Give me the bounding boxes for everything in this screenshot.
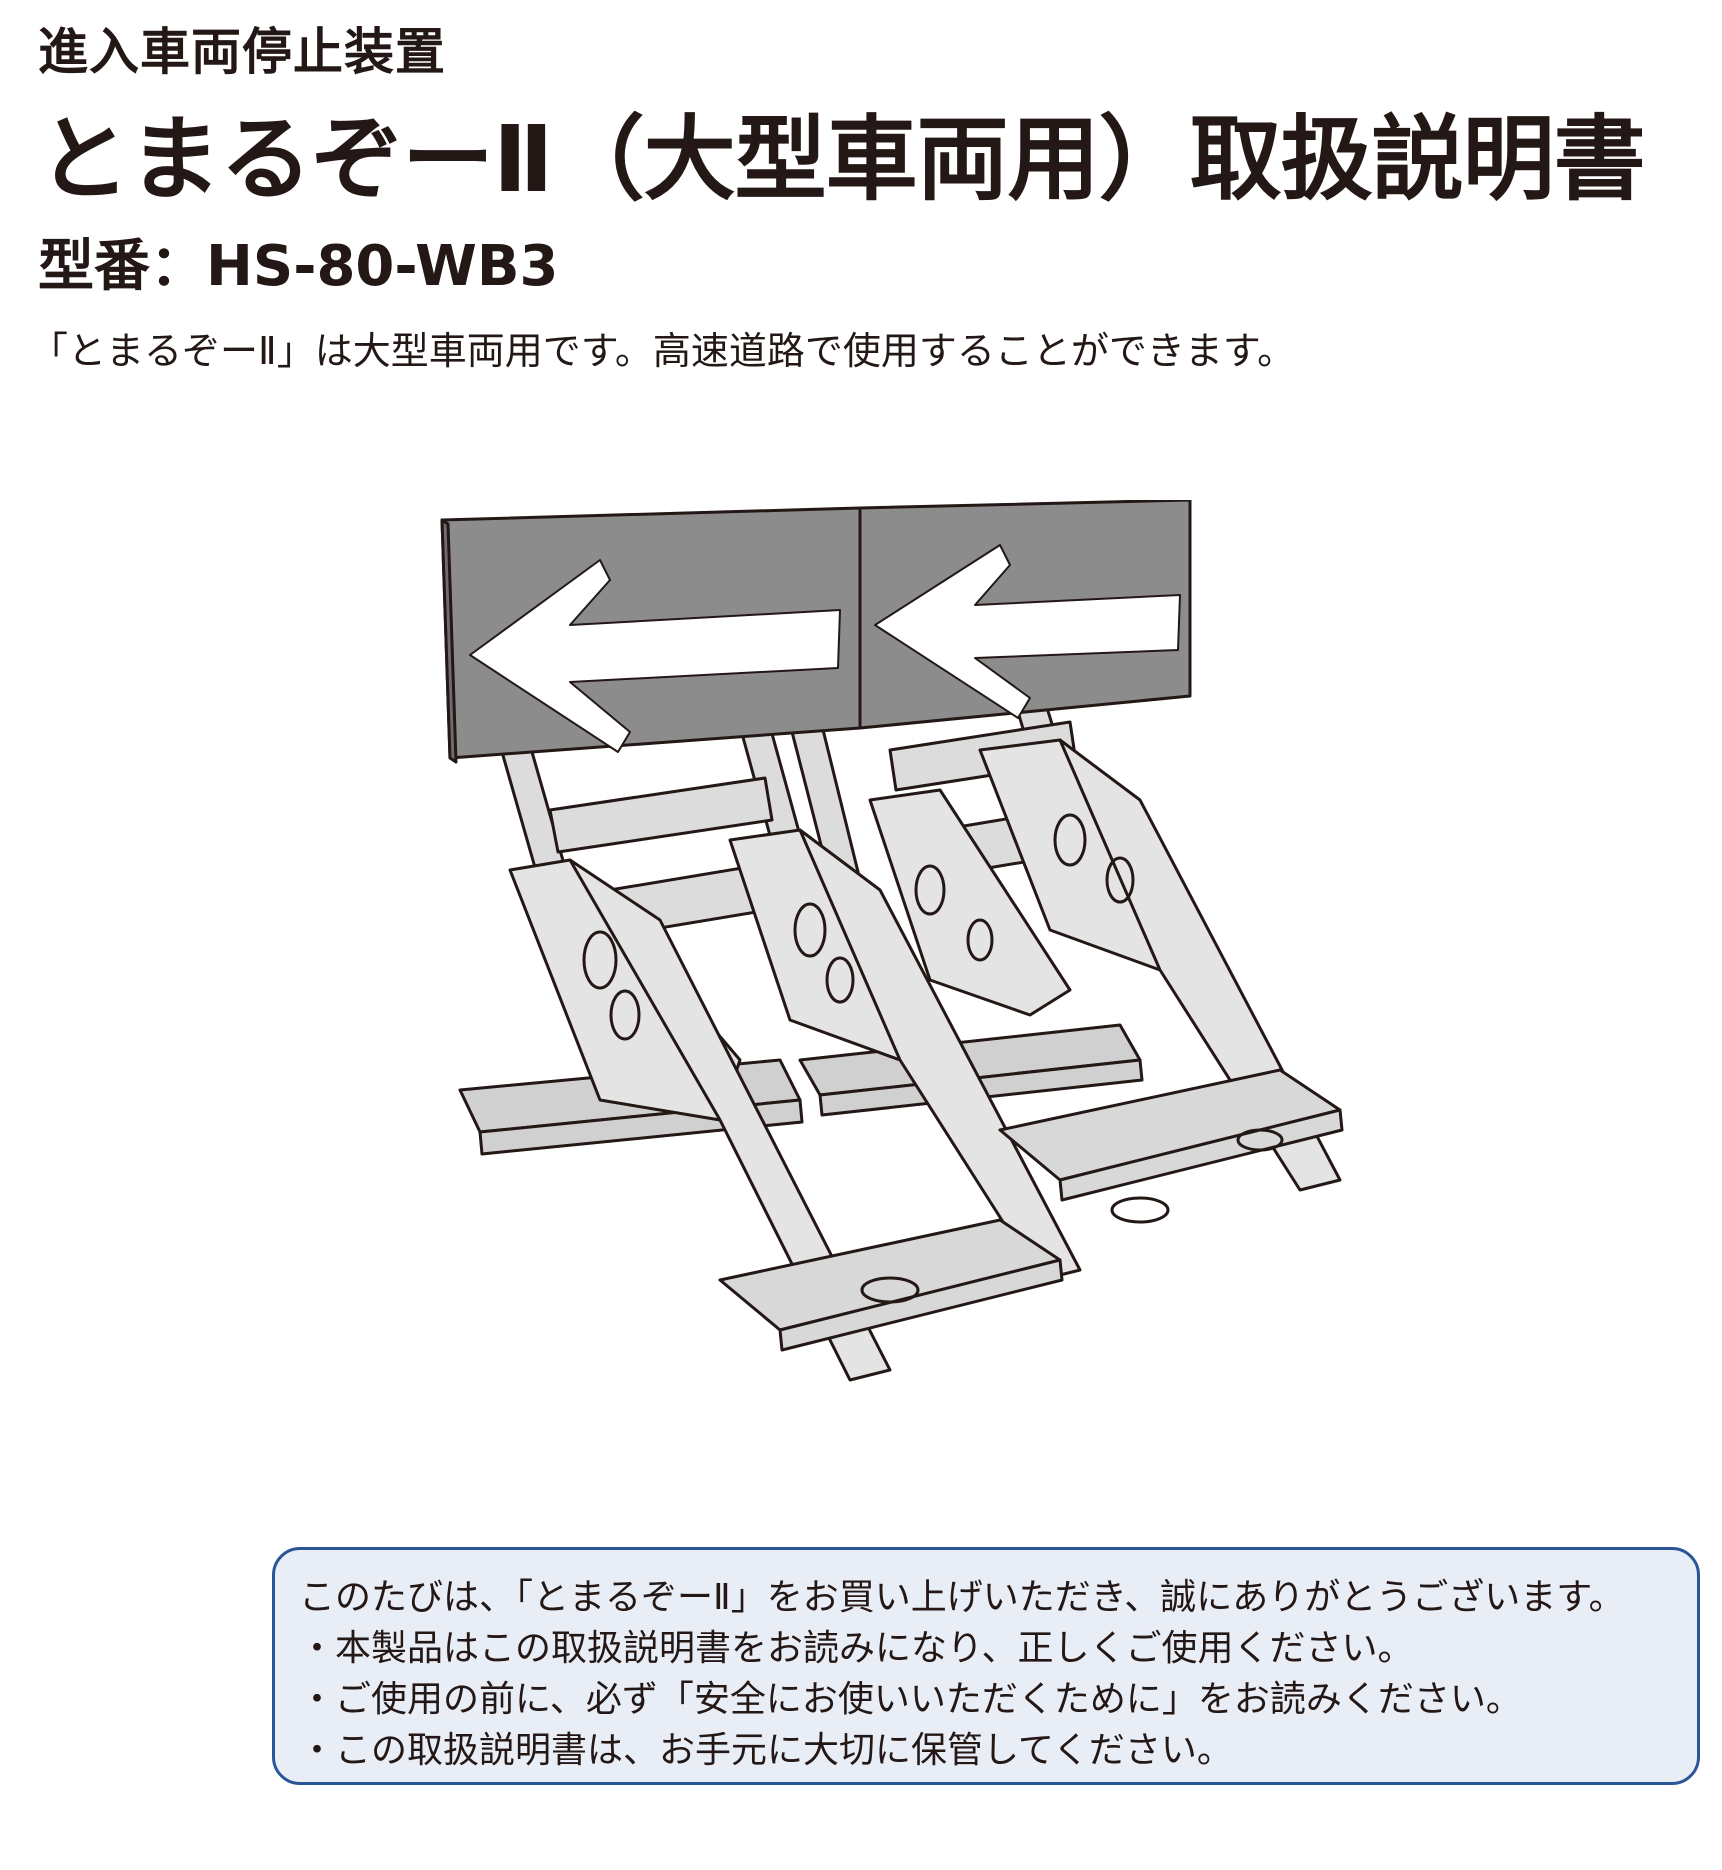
- middle-a-frame: [728, 788, 1082, 1282]
- model-number: 型番：HS-80-WB3: [38, 234, 559, 299]
- frame-holes: [582, 813, 1284, 1304]
- product-description: 「とまるぞーⅡ」は大型車両用です。高速道路で使用することができます。: [30, 329, 1296, 373]
- document-title: とまるぞーⅡ（大型車両用）取扱説明書: [38, 106, 1646, 213]
- left-arrow-icon: [469, 559, 841, 753]
- product-illustration: [440, 500, 1344, 1382]
- notice-greeting: このたびは、「とまるぞーⅡ」をお買い上げいただき、誠にありがとうございます。: [299, 1577, 1625, 1618]
- direction-sign: [440, 500, 1192, 764]
- notice-box: このたびは、「とまるぞーⅡ」をお買い上げいただき、誠にありがとうございます。 ・…: [272, 1547, 1700, 1785]
- left-arrow-icon: [874, 544, 1181, 719]
- notice-item: ・ご使用の前に、必ず「安全にお使いいただくために」をお読みください。: [299, 1679, 1522, 1720]
- document-subtitle: 進入車両停止装置: [38, 23, 446, 81]
- notice-item: ・この取扱説明書は、お手元に大切に保管してください。: [299, 1730, 1233, 1771]
- notice-item: ・本製品はこの取扱説明書をお読みになり、正しくご使用ください。: [299, 1628, 1414, 1669]
